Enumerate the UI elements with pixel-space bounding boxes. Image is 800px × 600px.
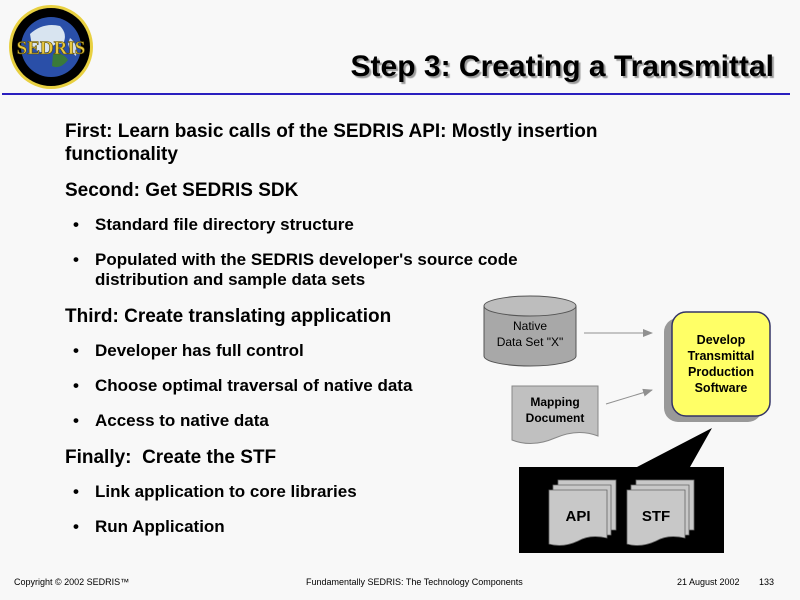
sedris-globe-logo-icon: SEDRIS <box>9 5 93 89</box>
bullet-text: Developer has full control <box>95 341 304 360</box>
bullet-icon: • <box>73 376 79 395</box>
develop-line4: Software <box>695 381 748 395</box>
develop-line1: Develop <box>697 333 746 347</box>
bullet-icon: • <box>73 215 79 234</box>
bullet-item: • Link application to core libraries <box>73 482 625 502</box>
stf-label: STF <box>642 508 670 525</box>
bullet-text: Run Application <box>95 517 225 536</box>
page-title: Step 3: Creating a Transmittal <box>350 50 774 83</box>
title-divider <box>2 93 790 95</box>
bullet-item: • Developer has full control <box>73 341 625 361</box>
bullet-text: Choose optimal traversal of native data <box>95 376 413 395</box>
bullet-icon: • <box>73 517 79 536</box>
bullet-text: Access to native data <box>95 411 269 430</box>
footer-copyright: Copyright © 2002 SEDRIS™ <box>14 577 130 587</box>
slide-content: First: Learn basic calls of the SEDRIS A… <box>65 120 625 552</box>
bullet-item: • Populated with the SEDRIS developer's s… <box>73 250 605 290</box>
bullet-item: • Standard file directory structure <box>73 215 625 235</box>
bullet-icon: • <box>73 411 79 430</box>
section-heading-finally: Finally: Create the STF <box>65 447 277 468</box>
bullet-icon: • <box>73 341 79 360</box>
develop-software-box: Develop Transmittal Production Software <box>664 311 771 422</box>
footer-center: Fundamentally SEDRIS: The Technology Com… <box>306 577 523 587</box>
stf-document-stack: STF <box>626 479 695 546</box>
logo-text: SEDRIS <box>17 38 86 59</box>
bullet-item: • Run Application <box>73 517 625 537</box>
bullet-text: Standard file directory structure <box>95 215 354 234</box>
section-heading-first: First: Learn basic calls of the SEDRIS A… <box>65 121 598 165</box>
bullet-text: Populated with the SEDRIS developer's so… <box>95 250 518 289</box>
section-heading-third: Third: Create translating application <box>65 306 392 327</box>
footer-page-number: 133 <box>759 577 775 587</box>
bullet-icon: • <box>73 482 79 501</box>
bullet-text: Link application to core libraries <box>95 482 357 501</box>
bullet-item: • Access to native data <box>73 411 625 431</box>
bullet-icon: • <box>73 250 79 269</box>
footer-date: 21 August 2002 <box>677 577 740 587</box>
develop-line2: Transmittal <box>688 349 755 363</box>
develop-line3: Production <box>688 365 754 379</box>
bullet-item: • Choose optimal traversal of native data <box>73 376 625 396</box>
section-heading-second: Second: Get SEDRIS SDK <box>65 180 299 201</box>
